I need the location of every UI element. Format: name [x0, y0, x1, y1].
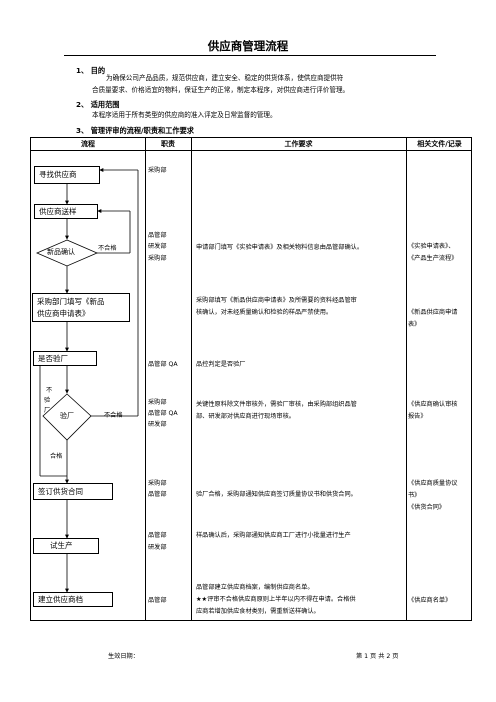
label-unqualified-1: 不合格: [98, 245, 117, 252]
flow-decision-new-product: 新品确认: [47, 248, 75, 256]
requirement-confirm: 申请部门填写《实验申请表》及相关物料信息由品管部确认。: [196, 244, 364, 251]
record-contract-1: 《供应商质量协议: [408, 480, 458, 487]
process-table: 流程 职责 工作要求 相关文件/记录: [30, 137, 472, 621]
flow-step-build-archive: 建立供应商档: [33, 592, 113, 607]
duty-confirm-1: 品管部: [148, 232, 167, 239]
header-duty: 职责: [161, 140, 175, 148]
record-purchase-1: 《新品供应商申请: [408, 309, 458, 316]
requirement-archive-1: 品管部建立供应商档案，编制供应商名单。: [196, 584, 314, 591]
column-divider: [406, 138, 407, 620]
section-1-line-1: 为确保公司产品品质，规范供应商，建立安全、稳定的供货体系，使供应商提供符: [106, 74, 344, 82]
duty-inspect-3: 研发部: [148, 421, 167, 428]
duty-confirm-3: 采购部: [148, 255, 167, 262]
requirement-inspect-1: 关键性原料除文件审核外，需验厂审核，由采购部组织品管: [196, 401, 357, 408]
record-confirm-2: 《产品生产流程》: [408, 255, 458, 262]
requirement-contract: 验厂合格，采购部通知供应商签订质量协议书和供货合同。: [196, 491, 357, 498]
requirement-inspect-question: 品控判定是否验厂: [196, 361, 246, 368]
section-3-heading: 3、 管理评审的流程/职责和工作要求: [76, 126, 194, 135]
flow-step-purchase-line-2: 供应商申请表》: [37, 309, 90, 318]
requirement-archive-2: ★★评审不合格供应商原则上半年以内不得在申请。合格供: [196, 596, 356, 603]
column-divider: [191, 138, 192, 620]
label-qualified: 合格: [50, 453, 63, 460]
duty-trial-1: 品管部: [148, 532, 167, 539]
record-archive: 《供应商名单》: [408, 597, 452, 604]
header-requirements: 工作要求: [284, 140, 313, 148]
flow-step-find-supplier: 寻找供应商: [34, 166, 100, 184]
flow-step-trial-production: 试生产: [33, 538, 99, 554]
record-contract-2: 书》: [408, 492, 421, 499]
flow-step-purchase-form: 采购部门填写《新品 供应商申请表》: [32, 293, 130, 322]
duty-find: 采购部: [148, 167, 167, 174]
duty-contract-2: 品管部: [148, 491, 167, 498]
page-title: 供应商管理流程: [207, 39, 289, 53]
record-inspect-2: 报告》: [408, 413, 427, 420]
flow-step-supplier-sample: 供应商送样: [34, 204, 98, 219]
record-purchase-2: 表》: [408, 321, 421, 328]
duty-inspect-2: 品管部 QA: [148, 410, 178, 417]
flow-decision-inspect: 验厂: [60, 412, 74, 420]
label-no-inspect-3: 厂: [44, 407, 51, 414]
header-flow: 流程: [81, 140, 95, 148]
column-divider: [145, 138, 146, 620]
duty-contract-1: 采购部: [148, 480, 167, 487]
requirement-archive-3: 应商若增加供应食材类别，需重新送样确认。: [196, 608, 320, 615]
record-confirm-1: 《实验申请表》、: [408, 243, 455, 250]
duty-inspect-1: 采购部: [148, 399, 167, 406]
record-inspect-1: 《供应商确认审核: [408, 401, 458, 408]
label-unqualified-2: 不合格: [104, 412, 123, 419]
requirement-inspect-2: 部、研发部对供应商进行现场审核。: [196, 413, 295, 420]
requirement-purchase-2: 核确认，对未经质量确认和检验的样品严禁使用。: [196, 309, 333, 316]
header-divider: [31, 150, 471, 151]
requirement-trial: 样品确认后，采购部通知供应商工厂进行小批量进行生产: [196, 532, 351, 539]
duty-trial-2: 研发部: [148, 544, 167, 551]
flow-step-purchase-line-1: 采购部门填写《新品: [37, 297, 105, 306]
header-records: 相关文件/记录: [417, 140, 462, 148]
label-no-inspect-2: 验: [44, 397, 51, 404]
footer-page-number: 第 1 页 共 2 页: [356, 653, 399, 660]
duty-inspect-question: 品管部 QA: [148, 361, 178, 368]
section-2-line-1: 本程序适用于所有类型的供应商的准入评定及日常监督的管理。: [92, 111, 277, 119]
record-contract-3: 《供货合同》: [408, 504, 446, 511]
section-2-heading: 2、 适用范围: [76, 100, 120, 109]
duty-archive: 品管部: [148, 597, 167, 604]
label-no-inspect-1: 不: [46, 387, 53, 394]
section-1-heading: 1、 目的: [76, 66, 106, 75]
footer-effective-date: 生效日期：: [108, 653, 139, 660]
flow-step-inspect-question: 是否验厂: [33, 351, 97, 366]
section-1-line-2: 合质量要求、价格适宜的物料，保证生产的正常，制定本程序，对供应商进行评价管理。: [92, 86, 350, 94]
flow-step-sign-contract: 签订供货合同: [33, 483, 113, 500]
title-divider: [64, 55, 436, 56]
duty-confirm-2: 研发部: [148, 243, 167, 250]
requirement-purchase-1: 采购部填写《新品供应商申请表》及所需要的资料经品管审: [196, 297, 357, 304]
